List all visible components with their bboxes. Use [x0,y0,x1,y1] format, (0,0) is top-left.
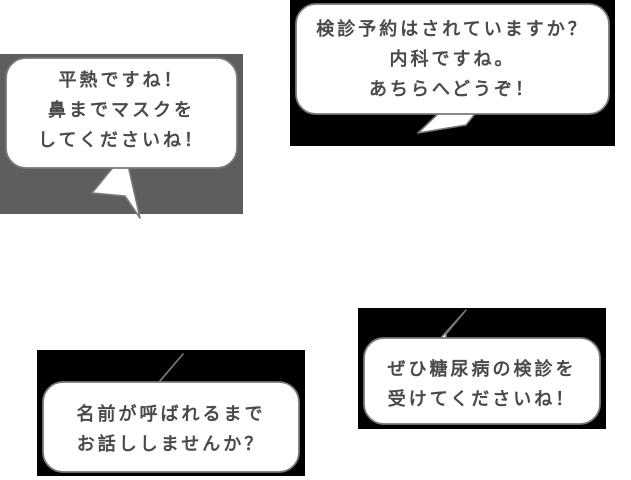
bubble-body-bottom-left [42,381,300,473]
speech-bubble-chat-invite: 名前が呼ばれるまで お話ししませんか？ [37,350,305,476]
bubble-shape-top-left [5,57,238,219]
bubble-body-top-right [295,3,610,115]
bubble-body-top-left [5,57,238,169]
bubble-text-bottom-right: ぜひ糖尿病の検診を 受けてくださいね！ [387,359,577,410]
speech-bubble-diabetes-checkup: ぜひ糖尿病の検診を 受けてくださいね！ [358,308,606,429]
speech-bubble-fever: 平熱ですね！ 鼻までマスクを してくださいね！ [0,54,243,219]
bubble-text-top-left: 平熱ですね！ 鼻までマスクを してくださいね！ [38,70,205,151]
bubble-text-bottom-left: 名前が呼ばれるまで お話ししませんか？ [76,404,266,455]
bubble-text-top-right: 検診予約はされていますか？ 内科ですね。 あちらへどうぞ！ [316,19,589,100]
speech-bubble-checkup-reservation: 検診予約はされていますか？ 内科ですね。 あちらへどうぞ！ [290,0,615,146]
bubble-tail-top-left [91,164,141,219]
bubble-shape-bottom-left [42,353,300,473]
bubble-body-bottom-right [363,337,601,425]
bubble-shape-top-right [295,3,610,134]
bubble-shape-bottom-right [363,309,601,425]
